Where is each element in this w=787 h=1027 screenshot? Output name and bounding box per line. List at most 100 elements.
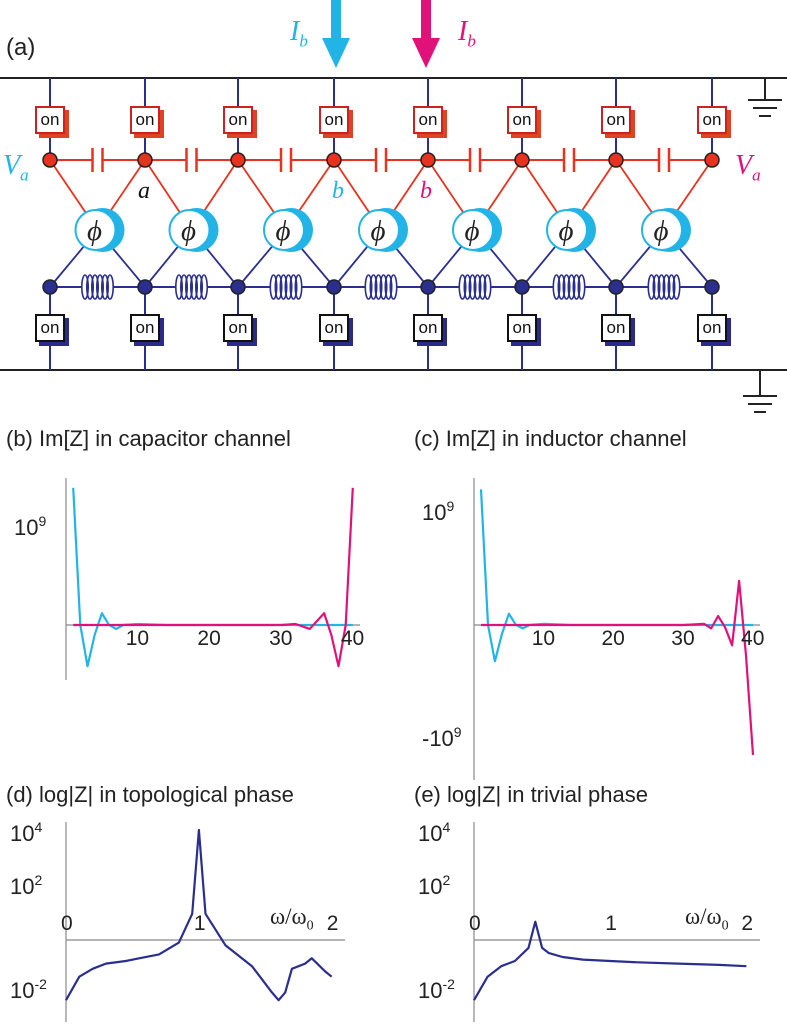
inductor-coil-4-2 [468,274,477,300]
switch-top-1: on [130,106,160,134]
chart-0-series-1 [73,487,354,668]
chart-0-y-tick-0: 109 [14,513,47,540]
phase-symbol-1: ϕ [181,215,196,247]
inductor-coil-4-0 [458,274,467,300]
inductor-coil-1-0 [175,274,184,300]
ground-symbol-top [748,78,782,117]
inductor-coil-4-3 [473,274,482,300]
inductor-coil-3-0 [364,274,373,300]
inductor-coil-0-4 [101,274,110,300]
inductor-coil-0-0 [81,274,90,300]
node-top-5 [514,152,530,168]
inductor-coil-2-0 [269,274,278,300]
node-top-7 [704,152,720,168]
node-bottom-2 [230,279,246,295]
switch-bottom-5: on [507,314,537,342]
inductor-coil-1-3 [190,274,199,300]
chart-1-x-tick-0: 10 [531,627,556,650]
bias-current-arrow-magenta [412,0,440,68]
node-top-3 [326,152,342,168]
chart-2-x-tick-0: 0 [61,912,73,935]
inductor-coil-1-2 [185,274,194,300]
node-top-4 [420,152,436,168]
switch-bottom-3: on [319,314,349,342]
inductor-coil-6-5 [672,274,681,300]
node-bottom-4 [420,279,436,295]
switch-bottom-6: on [601,314,631,342]
chart-3-series-0 [473,920,747,1001]
switch-top-5: on [507,106,537,134]
node-label-b-cyan: b [332,178,344,204]
inductor-coil-1-1 [180,274,189,300]
switch-top-2: on [223,106,253,134]
switch-top-7: on [697,106,727,134]
inductor-coil-2-3 [284,274,293,300]
inductor-coil-5-2 [562,274,571,300]
bias-current-label-cyan: Ib [290,16,308,51]
node-top-1 [137,152,153,168]
inductor-coil-0-1 [86,274,95,300]
phase-symbol-0: ϕ [87,215,102,247]
chart-1-x-tick-3: 40 [741,627,765,650]
inductor-coil-4-4 [478,274,487,300]
chart-2-y-tick-0: 104 [10,819,43,847]
node-top-2 [230,152,246,168]
inductor-coil-5-3 [567,274,576,300]
inductor-coil-2-1 [274,274,283,300]
inductor-coil-5-5 [577,274,586,300]
panel-b-title: (b) Im[Z] in capacitor channel [6,426,291,451]
chart-3-y-tick-2: 10-2 [418,976,455,1004]
chart-2-x-tick-1: 1 [193,912,206,935]
inductor-coil-6-4 [667,274,676,300]
panel-a-label: (a) [6,34,36,61]
switch-bottom-7: on [697,314,727,342]
switch-top-4: on [413,106,443,134]
phase-element-5 [546,209,588,251]
panel-d-title: (d) log|Z| in topological phase [6,782,294,807]
inductor-coil-3-4 [384,274,393,300]
chart-1-y-tick-0: 109 [422,497,455,525]
inductor-coil-1-4 [195,274,204,300]
inductor-coil-6-2 [657,274,666,300]
switch-top-6: on [601,106,631,134]
voltage-label-right: Va [735,150,761,185]
phase-element-1 [168,209,211,251]
switch-top-0: on [35,106,65,134]
switch-bottom-0: on [35,314,65,342]
bias-current-arrow-cyan [322,0,350,68]
chart-2-series-0 [65,828,333,1002]
inductor-coil-2-2 [279,274,288,300]
switch-bottom-4: on [413,314,443,342]
inductor-coil-3-1 [369,274,378,300]
inductor-coil-2-5 [294,274,303,300]
phase-element-6 [641,209,683,251]
node-bottom-3 [326,279,342,295]
chart-3-y-tick-1: 102 [418,871,451,899]
chart-0-x-tick-0: 10 [125,627,150,650]
inductor-coil-1-5 [200,274,209,300]
phase-element-3 [358,209,400,251]
chart-0-x-tick-3: 40 [340,627,365,650]
chart-2-y-tick-2: 10-2 [10,976,47,1004]
inductor-coil-0-2 [91,274,100,300]
inductor-coil-0-5 [106,274,115,300]
chart-1-x-tick-1: 20 [601,627,625,650]
inductor-coil-0-3 [96,274,105,300]
chart-3-x-tick-1: 1 [605,912,617,935]
inductor-coil-3-3 [379,274,388,300]
switch-top-3: on [319,106,349,134]
inductor-coil-5-0 [552,274,561,300]
phase-symbol-5: ϕ [558,215,573,247]
inductor-coil-3-2 [374,274,383,300]
phase-symbol-6: ϕ [653,215,668,247]
node-bottom-0 [42,279,58,295]
inductor-coil-5-1 [557,274,566,300]
inductor-coil-4-5 [483,274,492,300]
ground-symbol-bottom [743,370,777,413]
inductor-coil-6-1 [652,274,661,300]
node-bottom-7 [704,279,720,295]
chart-1-y-tick-1: -109 [422,724,462,752]
node-top-0 [42,152,58,168]
